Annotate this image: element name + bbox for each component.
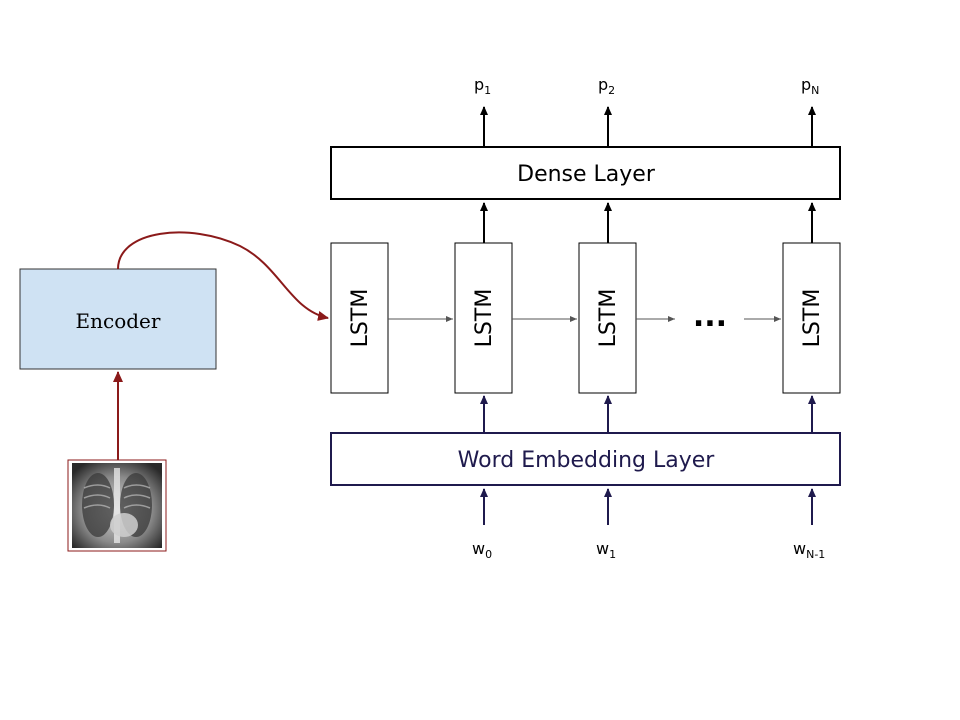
lstm-cell-4: LSTM [782,242,841,394]
dense-layer: Dense Layer [330,146,841,200]
encoder-block: Encoder [19,268,217,370]
output-label-pn: pN [801,75,819,97]
chest-xray-icon [67,459,167,552]
encoder-label: Encoder [76,309,161,333]
encoder-to-lstm-arrow [117,231,329,321]
ellipsis: ... [693,299,727,334]
lstm-label: LSTM [348,289,373,348]
encoder-box [19,268,217,370]
lstm-label: LSTM [596,289,621,348]
input-label-w1: w1 [596,539,616,561]
output-label-p1: p1 [474,75,491,97]
lstm-label: LSTM [800,289,825,348]
lstm-cell-2: LSTM [454,242,513,394]
lstm-label: LSTM [472,289,497,348]
lstm-cell-3: LSTM [578,242,637,394]
input-label-wn-1: wN-1 [793,539,825,561]
dense-layer-label: Dense Layer [517,162,656,187]
lstm-cell-1: LSTM [330,242,389,394]
output-label-p2: p2 [598,75,615,97]
word-embedding-layer: Word Embedding Layer [330,432,841,486]
embedding-layer-label: Word Embedding Layer [458,448,716,473]
input-label-w0: w0 [472,539,492,561]
